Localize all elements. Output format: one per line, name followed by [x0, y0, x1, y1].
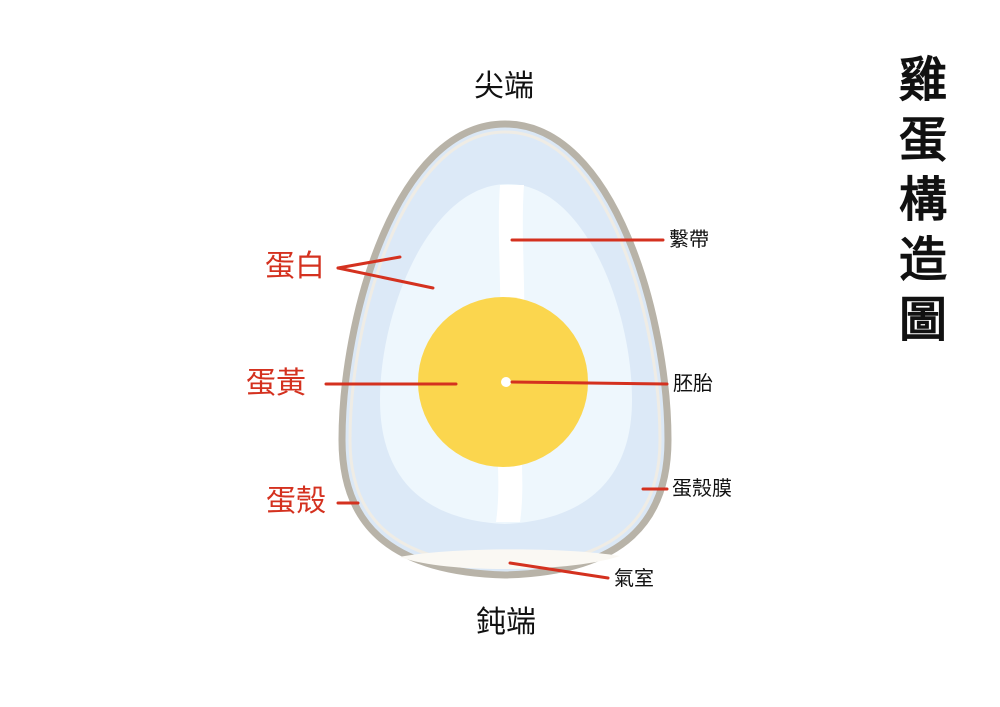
embryo	[501, 377, 511, 387]
diagram-title: 雞蛋構造圖	[898, 52, 947, 348]
chalaza-label: 繫帶	[669, 227, 709, 251]
blunt-end-label: 鈍端	[476, 605, 536, 640]
air-cell	[400, 549, 620, 569]
albumen-label: 蛋白	[265, 249, 325, 284]
albumen-leader-upper	[336, 255, 402, 270]
shell-label: 蛋殼	[266, 484, 326, 519]
yolk-label: 蛋黃	[246, 366, 306, 401]
pointed-end-label: 尖端	[474, 69, 534, 104]
albumen-leader-lower	[336, 266, 435, 290]
air-cell-leader	[508, 561, 610, 580]
membrane-label: 蛋殼膜	[672, 476, 732, 500]
embryo-leader	[510, 380, 669, 386]
air-cell-label: 氣室	[614, 566, 654, 590]
embryo-label: 胚胎	[673, 371, 713, 395]
